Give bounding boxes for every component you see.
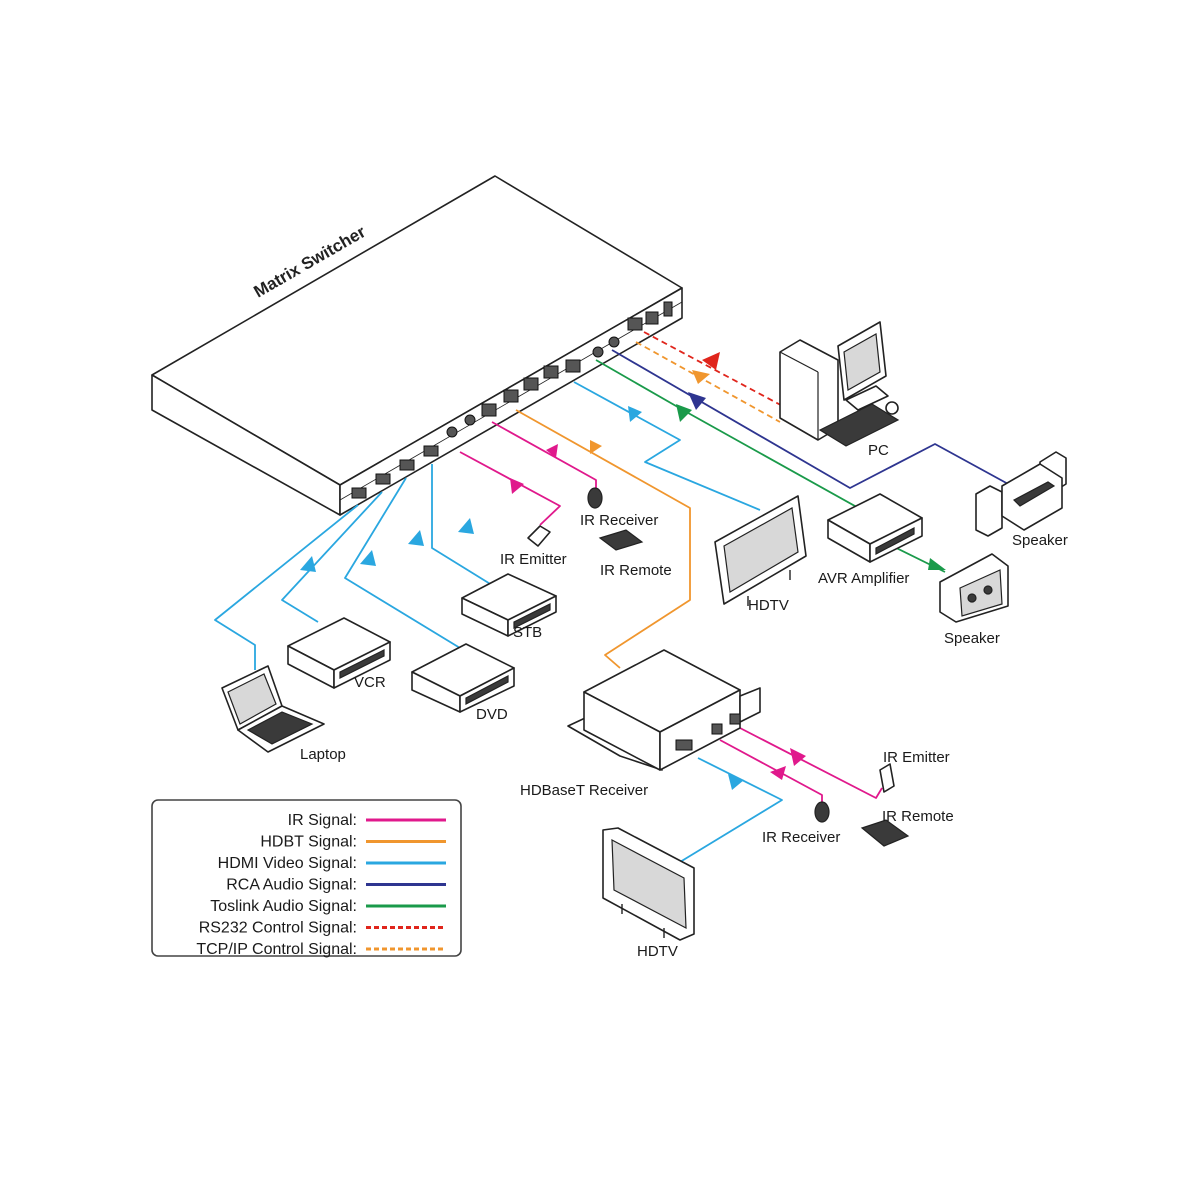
label-hdbaset-receiver: HDBaseT Receiver xyxy=(520,782,648,799)
ir-emitter-receiver-device xyxy=(879,763,895,793)
arrow-hdmi-laptop xyxy=(300,556,316,572)
ir-wire-receiver-receiver xyxy=(719,739,823,802)
label-stb: STB xyxy=(513,624,542,641)
arrow-ir-receiver xyxy=(546,444,558,458)
legend-label-4: Toslink Audio Signal: xyxy=(210,898,357,915)
arrow-toslink xyxy=(676,404,692,422)
label-avr-amplifier: AVR Amplifier xyxy=(818,570,909,587)
rca-wire xyxy=(611,349,1011,489)
label-pc: PC xyxy=(868,442,889,459)
legend-label-0: IR Signal: xyxy=(288,812,357,829)
label-ir-emitter-main: IR Emitter xyxy=(500,551,567,568)
hdtv-receiver-device xyxy=(602,827,695,941)
hdmi-wire-stb xyxy=(431,464,501,591)
arrow-ir-receiver-emitter xyxy=(790,748,806,766)
vcr-device xyxy=(287,617,391,689)
legend-label-6: TCP/IP Control Signal: xyxy=(196,941,357,958)
ir-wire-receiver xyxy=(491,421,597,488)
arrow-hdbt xyxy=(590,440,602,454)
hdmi-wire-hdtv xyxy=(573,381,761,511)
arrow-rca xyxy=(688,392,706,410)
ir-remote-receiver-device xyxy=(860,819,910,847)
avr-amplifier-device xyxy=(827,493,923,563)
hdmi-wire-dvd xyxy=(344,477,461,649)
toslink-wire xyxy=(595,359,881,521)
matrix-switcher: Matrix Switcher xyxy=(151,175,683,516)
label-speaker-top: Speaker xyxy=(1012,532,1068,549)
pc-device xyxy=(779,321,900,447)
ir-emitter-main-device xyxy=(527,525,551,547)
hdbaset-receiver-device xyxy=(567,649,761,771)
label-ir-remote-main: IR Remote xyxy=(600,562,672,579)
tcpip-wire xyxy=(635,341,781,423)
label-ir-remote-receiver: IR Remote xyxy=(882,808,954,825)
label-dvd: DVD xyxy=(476,706,508,723)
speaker-set-top xyxy=(975,451,1067,537)
label-speaker-bottom: Speaker xyxy=(944,630,1000,647)
label-ir-receiver-receiver: IR Receiver xyxy=(762,829,840,846)
ir-remote-main-device xyxy=(598,529,644,551)
arrow-hdmi-dvd xyxy=(360,550,376,566)
hdmi-wire-receiver-hdtv xyxy=(679,757,783,863)
arrow-hdmi-hdtv xyxy=(628,406,642,422)
hdtv-main-device xyxy=(714,495,807,606)
label-ir-emitter-receiver: IR Emitter xyxy=(883,749,950,766)
label-ir-receiver-main: IR Receiver xyxy=(580,512,658,529)
hdbt-wire xyxy=(515,409,691,669)
signal-wires xyxy=(214,331,1011,863)
switcher-ports xyxy=(351,301,673,499)
stb-device xyxy=(461,573,557,637)
arrow-rs232 xyxy=(702,352,720,370)
dvd-device xyxy=(411,643,515,713)
label-hdtv-receiver: HDTV xyxy=(637,943,678,960)
legend-label-5: RS232 Control Signal: xyxy=(199,920,357,937)
arrow-toslink-speaker xyxy=(928,558,946,570)
arrow-ir-emitter xyxy=(510,478,524,494)
legend-label-1: HDBT Signal: xyxy=(260,834,357,851)
ir-wire-emitter xyxy=(459,451,561,526)
legend: IR Signal: HDBT Signal: HDMI Video Signal:… xyxy=(151,799,462,958)
speaker-bottom-device xyxy=(939,553,1009,623)
ir-wire-receiver-emitter xyxy=(739,727,883,799)
ir-receiver-receiver-device xyxy=(814,801,830,823)
label-laptop: Laptop xyxy=(300,746,346,763)
hdmi-wire-laptop xyxy=(214,504,359,670)
label-vcr: VCR xyxy=(354,674,386,691)
arrow-hdmi-vcr xyxy=(408,530,424,546)
legend-box xyxy=(151,799,462,957)
legend-label-3: RCA Audio Signal: xyxy=(226,877,357,894)
arrow-ir-receiver-receiver xyxy=(770,766,786,780)
ir-receiver-main-device xyxy=(587,487,603,509)
arrow-hdmi-receiver-hdtv xyxy=(728,774,744,790)
laptop-device xyxy=(221,665,325,753)
hdmi-wire-vcr xyxy=(281,491,383,623)
rs232-wire xyxy=(643,331,791,411)
label-hdtv-main: HDTV xyxy=(748,597,789,614)
arrow-hdmi-stb xyxy=(458,518,474,534)
legend-label-2: HDMI Video Signal: xyxy=(218,855,357,872)
arrow-tcpip xyxy=(692,370,710,384)
